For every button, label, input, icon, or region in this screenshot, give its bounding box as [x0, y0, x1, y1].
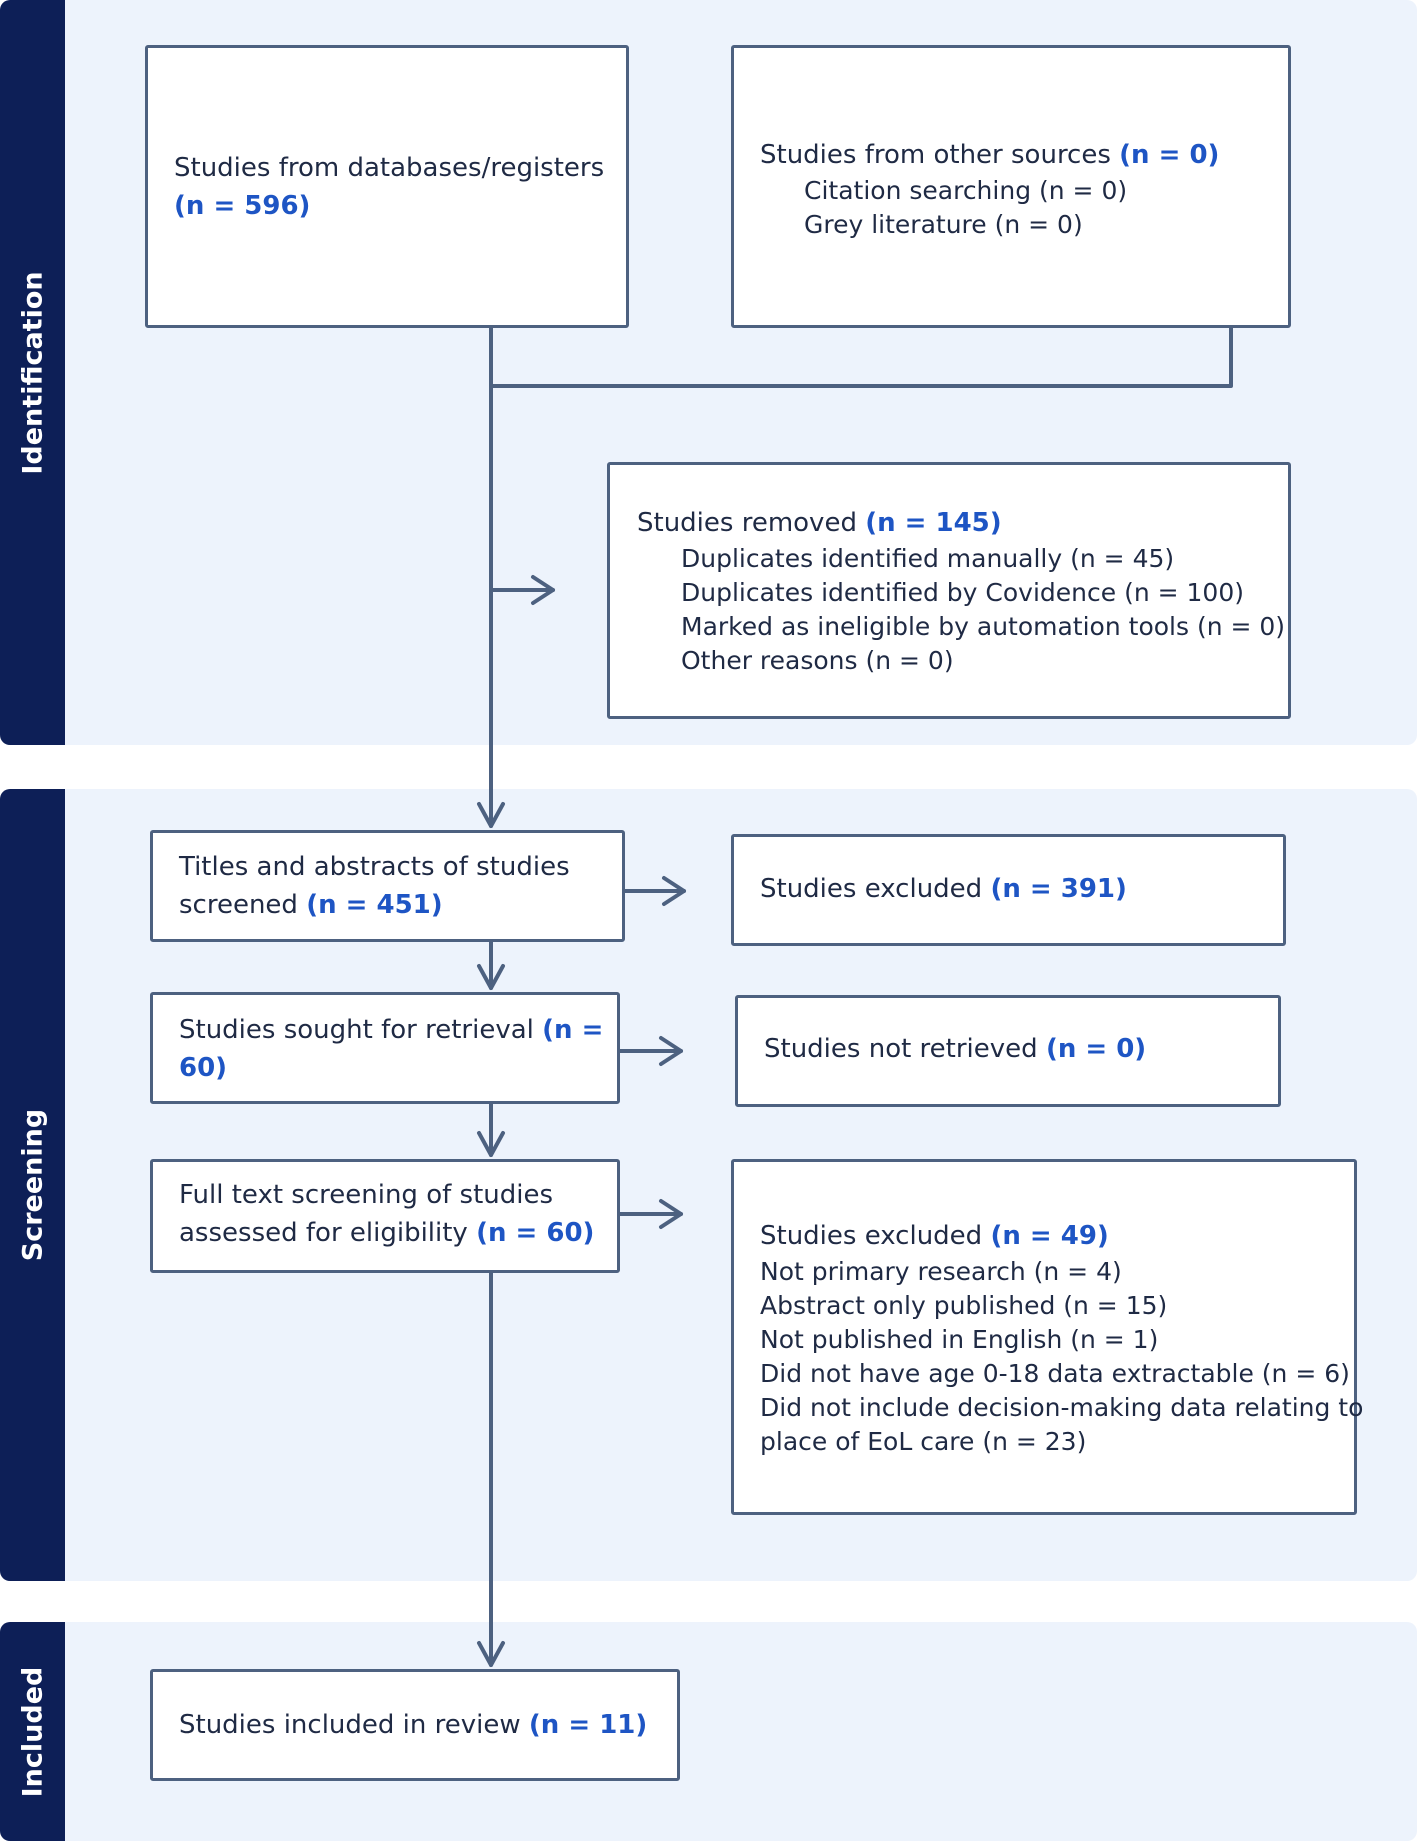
included-arrow-head — [477, 1641, 505, 1667]
excluded2-arrow-head — [659, 1199, 683, 1229]
titles-screened-count: (n = 451) — [306, 890, 443, 920]
included-box-label: Studies included in review — [179, 1710, 521, 1740]
removed-item: Marked as ineligible by automation tools… — [681, 612, 1286, 641]
databases-count: (n = 596) — [174, 191, 311, 221]
removed-box: Studies removed (n = 145) Duplicates ide… — [607, 462, 1291, 719]
exclusion-reason: Abstract only published (n = 15) — [760, 1291, 1168, 1320]
sought-count-part2: 60) — [179, 1053, 228, 1083]
excluded-1-box: Studies excluded (n = 391) — [731, 834, 1286, 946]
exclusion-reason: Did not include decision-making data rel… — [760, 1393, 1364, 1422]
grey-literature-item: Grey literature (n = 0) — [804, 210, 1083, 239]
sought-label: Studies sought for retrieval — [179, 1015, 534, 1045]
removed-item: Other reasons (n = 0) — [681, 646, 954, 675]
excluded-2-box: Studies excluded (n = 49) Not primary re… — [731, 1159, 1364, 1515]
screening-stage-label: Screening — [0, 789, 65, 1581]
titles-arrow-head — [477, 802, 505, 828]
full-text-box: Full text screening of studies assessed … — [150, 1159, 620, 1273]
databases-box: Studies from databases/registers (n = 59… — [145, 45, 629, 328]
excluded-2-count: (n = 49) — [990, 1221, 1109, 1251]
not-retrieved-count: (n = 0) — [1045, 1034, 1147, 1064]
other-sources-count: (n = 0) — [1119, 140, 1220, 170]
other-sources-connector — [489, 322, 1233, 388]
exclusion-reason: Not primary research (n = 4) — [760, 1257, 1122, 1286]
excluded-1-count: (n = 391) — [990, 874, 1127, 904]
titles-screened-box: Titles and abstracts of studies screened… — [150, 830, 625, 942]
removed-arrow-head — [531, 575, 555, 605]
citation-searching-item: Citation searching (n = 0) — [804, 176, 1128, 205]
full-text-count: (n = 60) — [476, 1218, 595, 1248]
full-text-line2: assessed for eligibility — [179, 1218, 468, 1248]
excluded1-arrow-head — [662, 876, 686, 906]
not-retrieved-box: Studies not retrieved (n = 0) — [735, 995, 1281, 1107]
databases-label: Studies from databases/registers — [174, 153, 605, 183]
removed-count: (n = 145) — [865, 508, 1002, 538]
sought-count-part1: (n = — [542, 1015, 604, 1045]
exclusion-reason: place of EoL care (n = 23) — [760, 1427, 1087, 1456]
sought-arrow-head — [477, 964, 505, 990]
removed-item: Duplicates identified manually (n = 45) — [681, 544, 1175, 573]
other-sources-label: Studies from other sources — [760, 140, 1111, 170]
removed-item: Duplicates identified by Covidence (n = … — [681, 578, 1244, 607]
fulltext-arrow-head — [477, 1131, 505, 1157]
included-stage-label: Included — [0, 1622, 65, 1841]
identification-stage-label: Identification — [0, 0, 65, 745]
full-text-line1: Full text screening of studies — [179, 1180, 554, 1210]
titles-screened-line1: Titles and abstracts of studies — [179, 852, 570, 882]
sought-box: Studies sought for retrieval (n = 60) — [150, 992, 620, 1104]
excluded-1-label: Studies excluded — [760, 874, 983, 904]
titles-screened-line2: screened — [179, 890, 298, 920]
not-retrieved-arrow-head — [659, 1036, 683, 1066]
other-sources-box: Studies from other sources (n = 0) Citat… — [731, 45, 1291, 328]
exclusion-reason: Did not have age 0-18 data extractable (… — [760, 1359, 1350, 1388]
excluded-2-label: Studies excluded — [760, 1221, 983, 1251]
included-box: Studies included in review (n = 11) — [150, 1669, 680, 1781]
included-count: (n = 11) — [528, 1710, 648, 1740]
removed-label: Studies removed — [637, 508, 857, 538]
not-retrieved-label: Studies not retrieved — [764, 1034, 1038, 1064]
exclusion-reason: Not published in English (n = 1) — [760, 1325, 1159, 1354]
